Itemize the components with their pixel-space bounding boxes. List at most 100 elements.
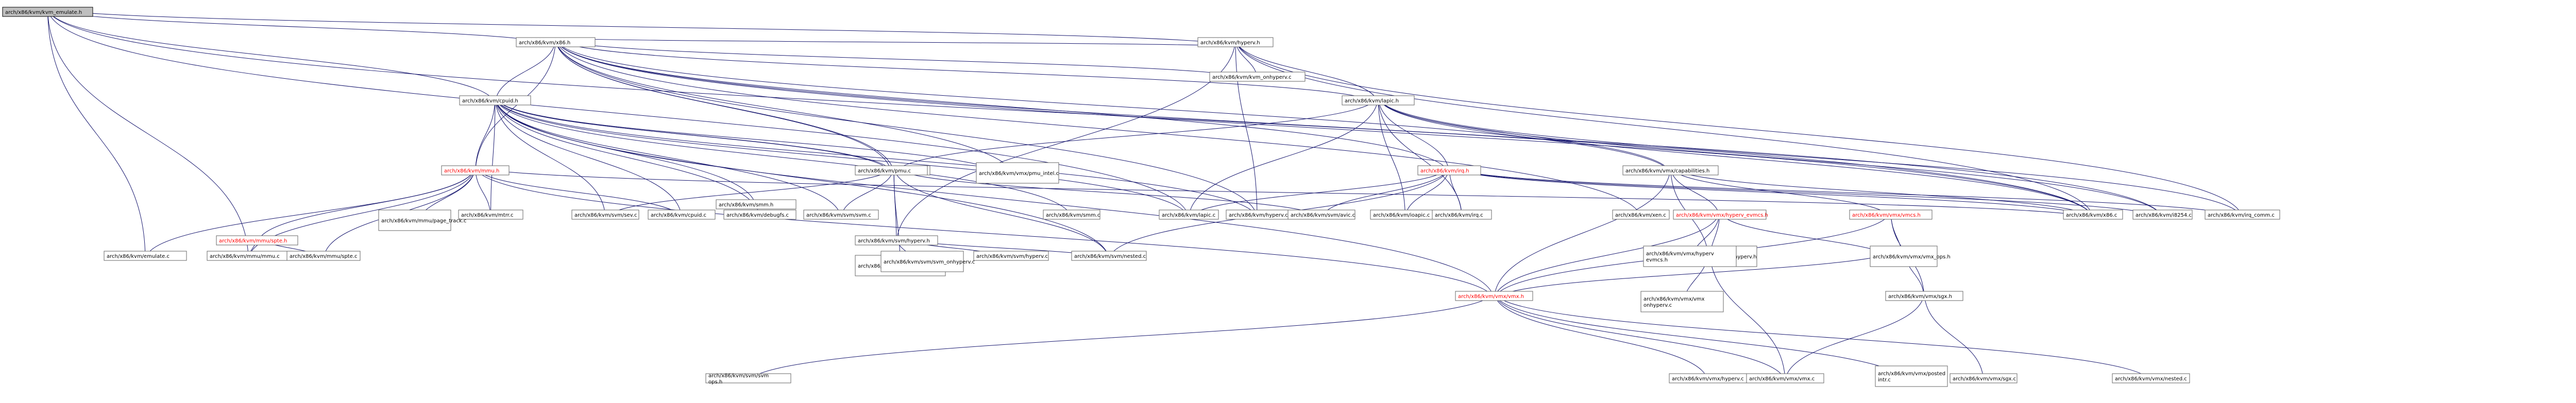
graph-node-label: arch/x86/kvm/svm/svm_onhyperv.c: [884, 259, 975, 265]
graph-node-n2[interactable]: arch/x86/kvm/hyperv.h: [1197, 37, 1274, 47]
edge-n1-n4: [495, 37, 558, 106]
graph-node-n16[interactable]: arch/x86/kvm/mmu/spte.h: [216, 235, 298, 246]
graph-node-n37[interactable]: arch/x86/kvm/hyperv.c: [1226, 209, 1289, 220]
edge-n6-n15: [892, 165, 897, 246]
graph-node-n13[interactable]: arch/x86/kvm/vmx/sgx.h: [1885, 291, 1963, 301]
graph-node-label: onhyperv.c: [1643, 303, 1672, 308]
edge-n7-n14: [473, 165, 1495, 301]
edge-n14-n46: [1492, 291, 1786, 383]
graph-node-n20[interactable]: arch/x86/kvm/emulate.c: [104, 251, 187, 261]
graph-node-n43[interactable]: arch/x86/kvm/xen.c: [1612, 209, 1670, 220]
graph-node-n29[interactable]: arch/x86/kvm/mmu/page_track.c: [378, 209, 466, 231]
graph-node-n15[interactable]: arch/x86/kvm/svm/hyperv.h: [855, 235, 938, 246]
edge-n7-n16: [257, 165, 478, 246]
graph-node-n0[interactable]: arch/x86/kvm/kvm_emulate.h: [2, 7, 93, 17]
graph-edges: [45, 7, 2243, 387]
graph-node-label: arch/x86/kvm/vmx/vmx: [1643, 296, 1705, 302]
graph-node-n18[interactable]: arch/x86/kvm/kvm_onhyperv.c: [1209, 72, 1306, 82]
graph-node-n23[interactable]: arch/x86/kvm/cpuid.c: [648, 209, 716, 220]
graph-node-n7[interactable]: arch/x86/kvm/mmu.h: [441, 165, 510, 176]
edge-n0-n36: [45, 7, 1189, 220]
graph-node-n41[interactable]: arch/x86/kvm/i8254.c: [2132, 209, 2193, 220]
edge-n3-n5: [1376, 95, 1450, 176]
graph-node-n21[interactable]: arch/x86/kvm/mtrr.c: [458, 209, 523, 220]
graph-node-n42[interactable]: arch/x86/kvm/irq_comm.c: [2205, 209, 2280, 220]
edge-n4-n28: [493, 95, 1072, 220]
graph-node-n1[interactable]: arch/x86/kvm/x86.h: [516, 37, 596, 47]
graph-node-label: evmcs.h: [1646, 257, 1668, 263]
graph-node-n39[interactable]: arch/x86/kvm/irq.c: [1432, 209, 1492, 220]
edge-n4-n22: [493, 95, 606, 220]
edge-n6-n35: [892, 165, 1322, 220]
edge-n1-n8: [553, 37, 1671, 176]
graph-node-n48[interactable]: arch/x86/kvm/vmx/nested.c: [2112, 373, 2190, 383]
graph-node-n10[interactable]: arch/x86/kvm/vmx/vmcs.h: [1849, 209, 1933, 220]
graph-node-label: arch/x86/kvm/vmx/hyperv_evmcs.h: [1676, 213, 1768, 218]
graph-node-n14[interactable]: arch/x86/kvm/vmx/vmx.h: [1455, 291, 1533, 301]
edge-n0-n40: [45, 7, 2093, 220]
graph-node-n30[interactable]: arch/x86/kvm/mmu/mmu.c: [207, 251, 290, 261]
edge-n7-n20: [145, 165, 478, 261]
graph-node-n35[interactable]: arch/x86/kvm/svm/avic.c: [1287, 209, 1355, 220]
graph-node-label: arch/x86/kvm/emulate.c: [107, 254, 170, 259]
graph-node-label: arch/x86/kvm/mmu.h: [444, 168, 499, 174]
graph-node-n4[interactable]: arch/x86/kvm/cpuid.h: [459, 95, 531, 106]
edge-n2-n37: [1233, 37, 1258, 220]
graph-node-label: arch/x86/kvm/svm/nested.c: [1074, 254, 1146, 259]
graph-node-label: arch/x86/kvm/cpuid.h: [462, 98, 518, 104]
graph-node-n38[interactable]: arch/x86/kvm/ioapic.c: [1370, 209, 1440, 220]
graph-node-n47[interactable]: arch/x86/kvm/vmx/hyperv.c: [1669, 373, 1747, 383]
graph-node-n9[interactable]: arch/x86/kvm/vmx/hyperv_evmcs.h: [1673, 209, 1768, 220]
graph-node-n26[interactable]: arch/x86/kvm/pmu.c: [855, 165, 928, 176]
graph-node-n5[interactable]: arch/x86/kvm/irq.h: [1417, 165, 1481, 176]
graph-node-n50[interactable]: arch/x86/kvm/vmx/sgx.c: [1950, 373, 2018, 383]
graph-node-n34[interactable]: arch/x86/kvm/svm/nested.c: [1071, 251, 1147, 261]
edge-n5-n40: [1447, 165, 2093, 220]
graph-node-label: arch/x86/kvm/vmx/nested.c: [2115, 376, 2187, 382]
graph-node-n22[interactable]: arch/x86/kvm/svm/sev.c: [571, 209, 639, 220]
edge-n3-n40: [1376, 95, 2093, 220]
graph-node-label: arch/x86/kvm/x86.h: [519, 40, 570, 46]
graph-node-n27[interactable]: arch/x86/kvm/vmx/pmu_intel.c: [976, 162, 1059, 184]
edge-n4-n37: [493, 95, 1258, 220]
edge-n4-n19: [493, 95, 756, 209]
edge-n3-n6: [893, 95, 1380, 176]
graph-node-n33[interactable]: arch/x86/kvm/svm/hyperv.c: [973, 251, 1049, 261]
graph-node-n40[interactable]: arch/x86/kvm/x86.c: [2063, 209, 2123, 220]
edge-n4-n14: [493, 95, 1495, 301]
edge-n5-n41: [1447, 165, 2163, 220]
edge-n8-n14: [1494, 165, 1673, 301]
graph-node-label: arch/x86/kvm/irq.c: [1435, 213, 1483, 218]
edge-n1-n5: [553, 37, 1450, 176]
edge-n1-n3: [553, 37, 1379, 106]
graph-node-n3[interactable]: arch/x86/kvm/lapic.h: [1342, 95, 1415, 106]
graph-node-label: arch/x86/kvm/kvm_emulate.h: [5, 10, 82, 15]
graph-node-n32[interactable]: arch/x86/kvm/svm/svm_onhyperv.c: [880, 251, 975, 272]
graph-node-n8[interactable]: arch/x86/kvm/vmx/capabilities.h: [1622, 165, 1719, 176]
graph-node-n19[interactable]: arch/x86/kvm/smm.h: [716, 199, 796, 209]
edge-n4-n36: [493, 95, 1189, 220]
edge-n0-n30: [45, 7, 249, 261]
graph-node-n12[interactable]: arch/x86/kvm/vmx/vmx_ops.h: [1870, 246, 1951, 267]
graph-node-label: arch/x86/kvm/ioapic.c: [1373, 213, 1430, 218]
edge-n13-n50: [1922, 291, 1984, 383]
edge-n0-n4: [45, 7, 496, 106]
edge-n1-n27: [553, 37, 1018, 184]
graph-node-n24[interactable]: arch/x86/kvm/debugfs.c: [723, 209, 796, 220]
graph-node-label: arch/x86/kvm/kvm_onhyperv.c: [1212, 75, 1292, 80]
edge-n3-n41: [1376, 95, 2163, 220]
edge-n3-n39: [1376, 95, 1462, 220]
graph-node-n25[interactable]: arch/x86/kvm/svm/svm.c: [803, 209, 879, 220]
graph-node-label: arch/x86/kvm/vmx/vmx.c: [1749, 376, 1815, 382]
graph-node-label: arch/x86/kvm/mtrr.c: [461, 213, 514, 218]
graph-node-n36[interactable]: arch/x86/kvm/lapic.c: [1159, 209, 1219, 220]
graph-node-label: arch/x86/kvm/svm/hyperv.c: [976, 254, 1048, 259]
graph-node-n31[interactable]: arch/x86/kvm/mmu/spte.c: [286, 251, 361, 261]
graph-node-label: arch/x86/kvm/i8254.c: [2136, 213, 2192, 218]
graph-node-n28[interactable]: arch/x86/kvm/smm.c: [1043, 209, 1100, 220]
graph-node-n46[interactable]: arch/x86/kvm/vmx/vmx.c: [1746, 373, 1824, 383]
